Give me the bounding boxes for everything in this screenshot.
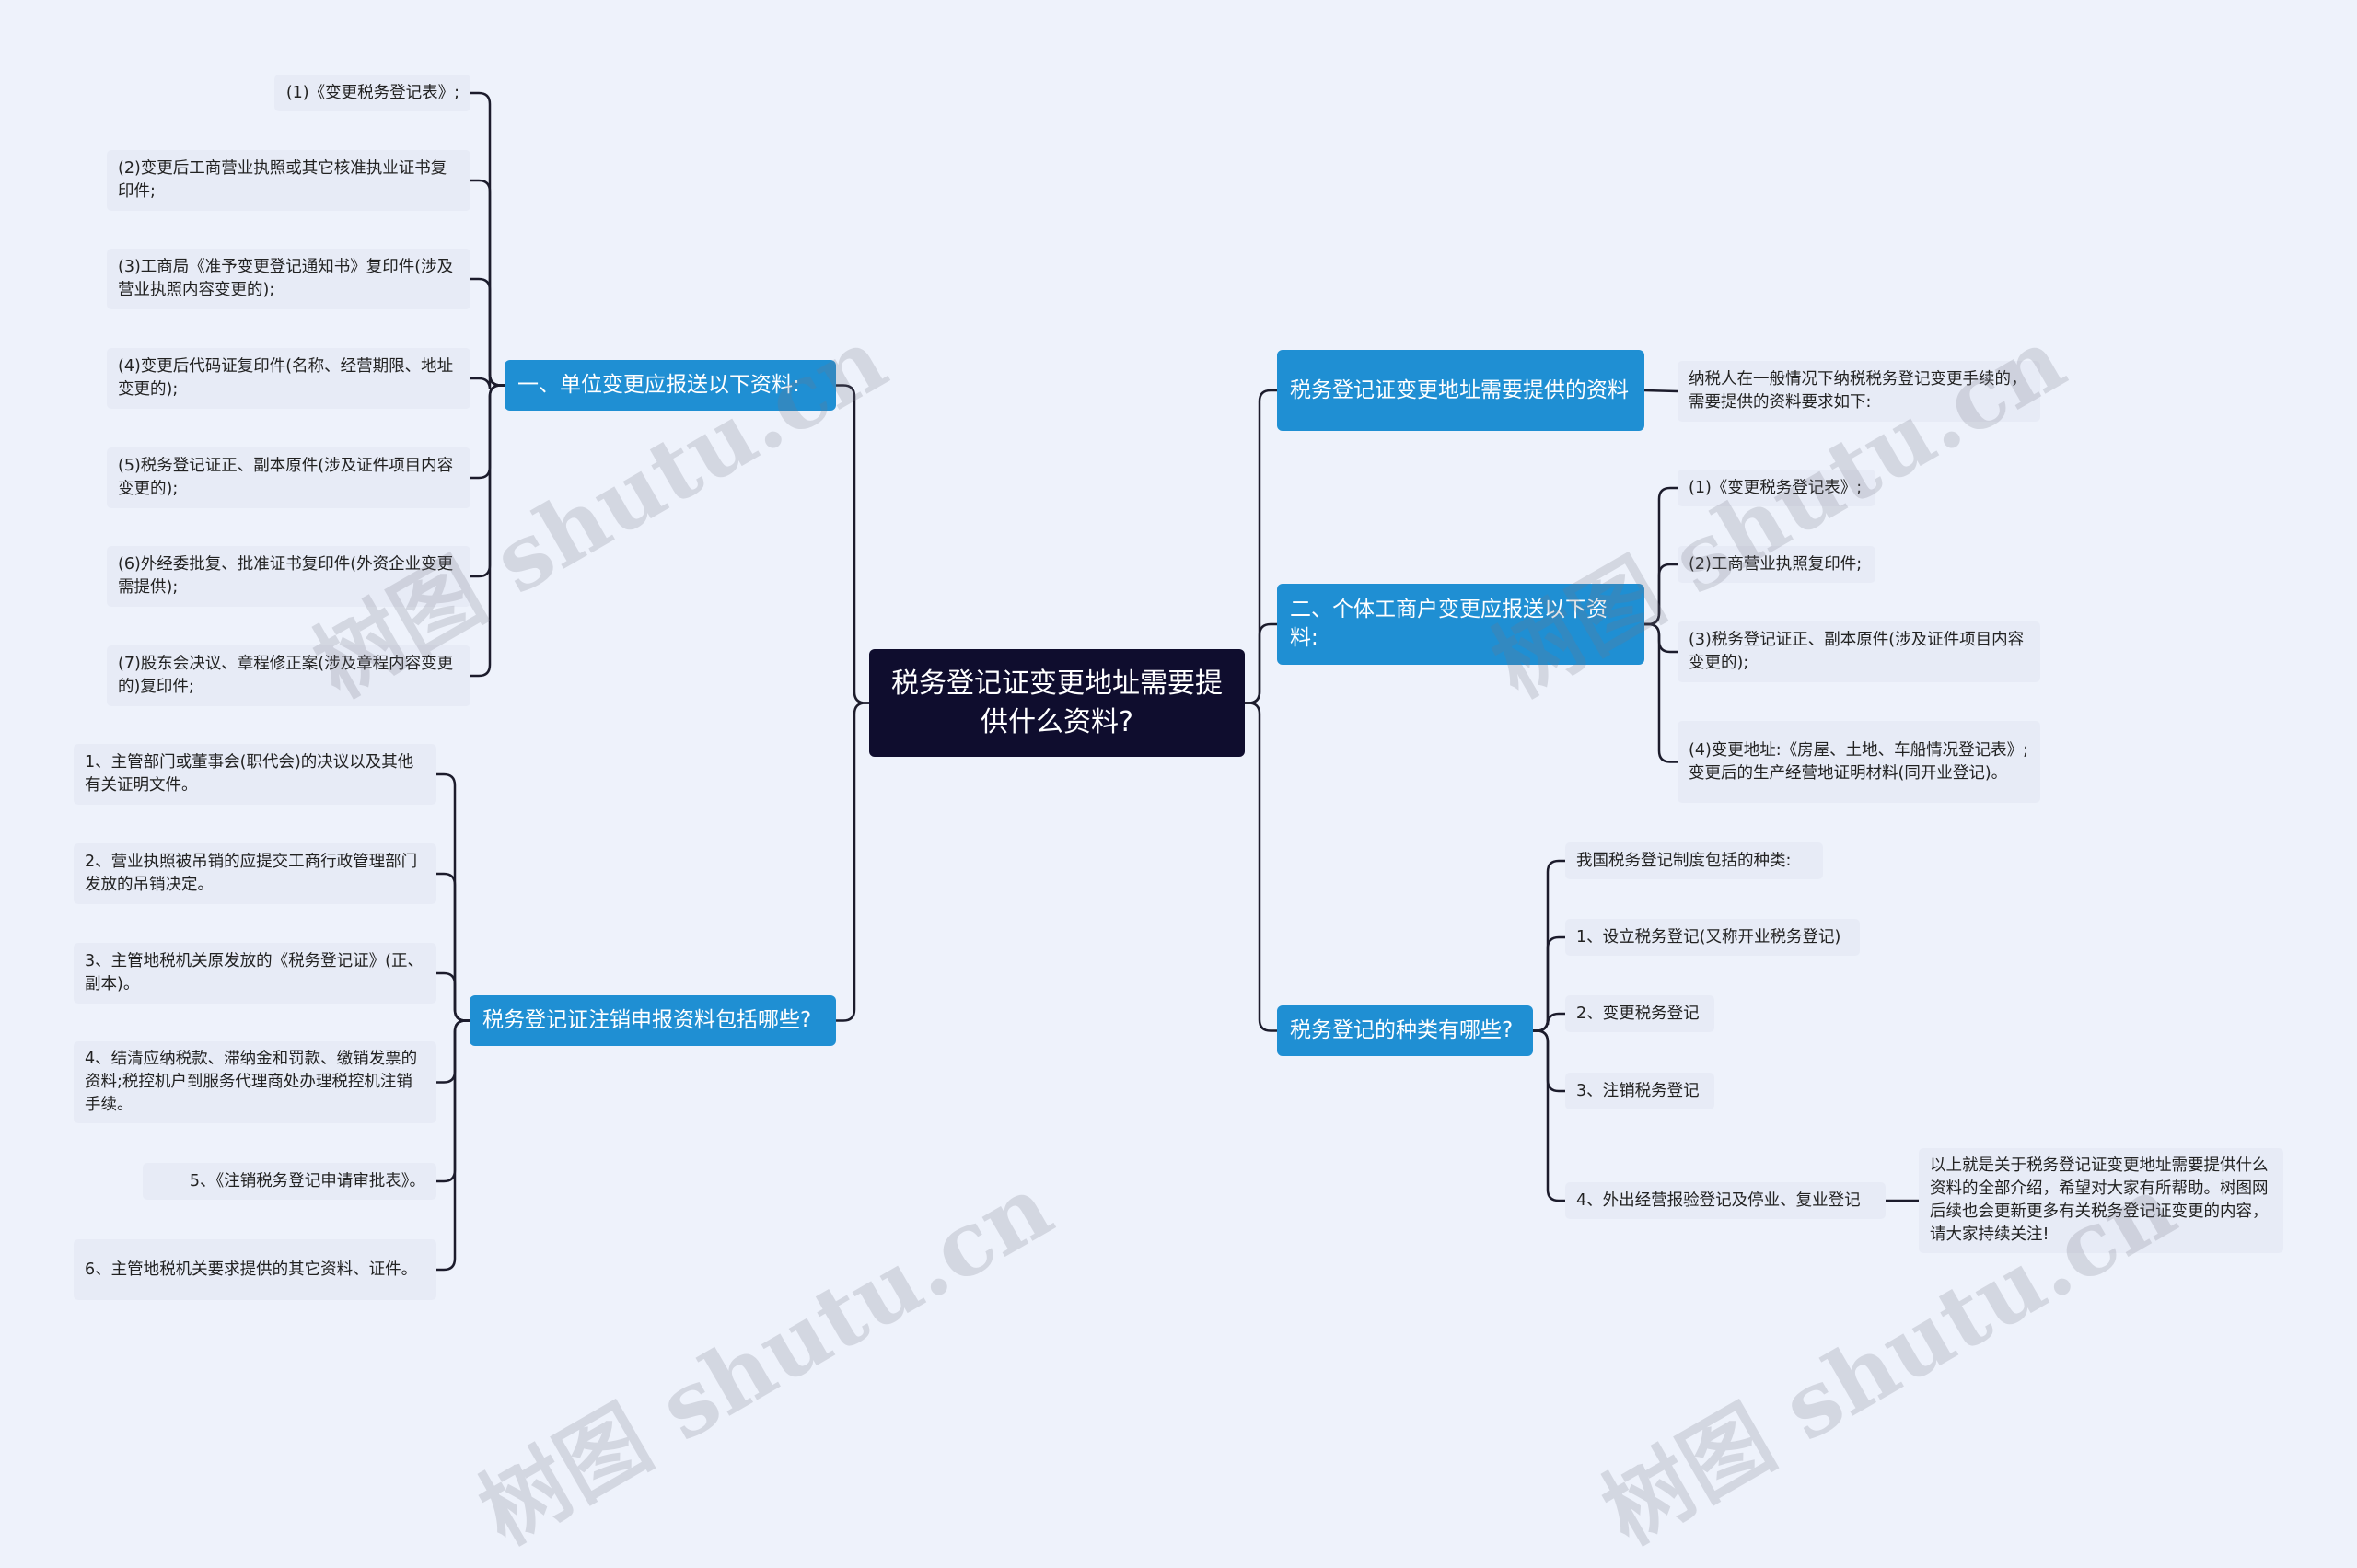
leaf-registration-type[interactable]: 1、设立税务登记(又称开业税务登记) bbox=[1565, 919, 1860, 956]
connector bbox=[1533, 1012, 1565, 1032]
leaf-deregistration-item[interactable]: 6、主管地税机关要求提供的其它资料、证件。 bbox=[74, 1239, 436, 1300]
connector bbox=[470, 277, 505, 387]
connector bbox=[1245, 702, 1277, 1032]
leaf-registration-type[interactable]: 2、变更税务登记 bbox=[1565, 995, 1714, 1032]
connector bbox=[436, 772, 470, 1022]
connector bbox=[1245, 389, 1277, 704]
branch-deregistration-materials[interactable]: 税务登记证注销申报资料包括哪些? bbox=[470, 995, 836, 1046]
leaf-summary-note[interactable]: 以上就是关于税务登记证变更地址需要提供什么资料的全部介绍，希望对大家有所帮助。树… bbox=[1919, 1148, 2283, 1253]
leaf-registration-type[interactable]: 我国税务登记制度包括的种类: bbox=[1565, 842, 1823, 879]
connector bbox=[1533, 1029, 1565, 1202]
leaf-individual-item[interactable]: (2)工商营业执照复印件; bbox=[1678, 546, 1875, 583]
connector bbox=[1533, 859, 1565, 1032]
leaf-individual-item[interactable]: (4)变更地址:《房屋、土地、车船情况登记表》;变更后的生产经营地证明材料(同开… bbox=[1678, 721, 2040, 803]
leaf-unit-item[interactable]: (3)工商局《准予变更登记通知书》复印件(涉及营业执照内容变更的); bbox=[107, 249, 470, 309]
connector bbox=[836, 384, 869, 704]
leaf-unit-item[interactable]: (7)股东会决议、章程修正案(涉及章程内容变更的)复印件; bbox=[107, 645, 470, 706]
leaf-unit-item[interactable]: (1)《变更税务登记表》; bbox=[274, 75, 470, 111]
leaf-deregistration-item[interactable]: 3、主管地税机关原发放的《税务登记证》(正、副本)。 bbox=[74, 943, 436, 1004]
connector bbox=[470, 91, 505, 387]
connector bbox=[1643, 389, 1678, 393]
branch-address-change-materials[interactable]: 税务登记证变更地址需要提供的资料 bbox=[1277, 350, 1644, 431]
connector bbox=[1533, 1029, 1565, 1093]
connector bbox=[470, 384, 505, 480]
leaf-general-requirement[interactable]: 纳税人在一般情况下纳税税务登记变更手续的，需要提供的资料要求如下: bbox=[1678, 361, 2040, 422]
connector bbox=[436, 971, 470, 1022]
leaf-deregistration-item[interactable]: 5、《注销税务登记申请审批表》。 bbox=[143, 1163, 436, 1200]
leaf-unit-item[interactable]: (4)变更后代码证复印件(名称、经营期限、地址变更的); bbox=[107, 348, 470, 409]
connector bbox=[470, 384, 505, 578]
connector bbox=[1644, 563, 1678, 626]
connector bbox=[470, 374, 505, 390]
connector bbox=[470, 384, 505, 678]
leaf-deregistration-item[interactable]: 1、主管部门或董事会(职代会)的决议以及其他有关证明文件。 bbox=[74, 744, 436, 805]
connector bbox=[1644, 622, 1678, 654]
leaf-deregistration-item[interactable]: 2、营业执照被吊销的应提交工商行政管理部门发放的吊销决定。 bbox=[74, 843, 436, 904]
branch-unit-change-materials[interactable]: 一、单位变更应报送以下资料: bbox=[505, 360, 836, 411]
leaf-unit-item[interactable]: (6)外经委批复、批准证书复印件(外资企业变更需提供); bbox=[107, 546, 470, 607]
leaf-registration-type[interactable]: 3、注销税务登记 bbox=[1565, 1073, 1714, 1109]
connector bbox=[836, 702, 869, 1022]
leaf-individual-item[interactable]: (1)《变更税务登记表》; bbox=[1678, 470, 1875, 506]
connector-lines bbox=[436, 91, 1919, 1272]
connector bbox=[1644, 622, 1678, 763]
branch-individual-business-materials[interactable]: 二、个体工商户变更应报送以下资料: bbox=[1277, 584, 1644, 665]
connector bbox=[1644, 486, 1678, 626]
leaf-unit-item[interactable]: (5)税务登记证正、副本原件(涉及证件项目内容变更的); bbox=[107, 447, 470, 508]
connector bbox=[436, 1019, 470, 1183]
leaf-registration-type[interactable]: 4、外出经营报验登记及停业、复业登记 bbox=[1565, 1182, 1886, 1219]
connector bbox=[436, 1019, 470, 1084]
leaf-deregistration-item[interactable]: 4、结清应纳税款、滞纳金和罚款、缴销发票的资料;税控机户到服务代理商处办理税控机… bbox=[74, 1041, 436, 1123]
branch-registration-types[interactable]: 税务登记的种类有哪些? bbox=[1277, 1005, 1533, 1056]
leaf-individual-item[interactable]: (3)税务登记证正、副本原件(涉及证件项目内容变更的); bbox=[1678, 621, 2040, 682]
leaf-unit-item[interactable]: (2)变更后工商营业执照或其它核准执业证书复印件; bbox=[107, 150, 470, 211]
connector bbox=[436, 1019, 470, 1272]
central-topic[interactable]: 税务登记证变更地址需要提供什么资料? bbox=[869, 649, 1245, 757]
connector bbox=[436, 872, 470, 1022]
connector bbox=[1245, 622, 1277, 704]
